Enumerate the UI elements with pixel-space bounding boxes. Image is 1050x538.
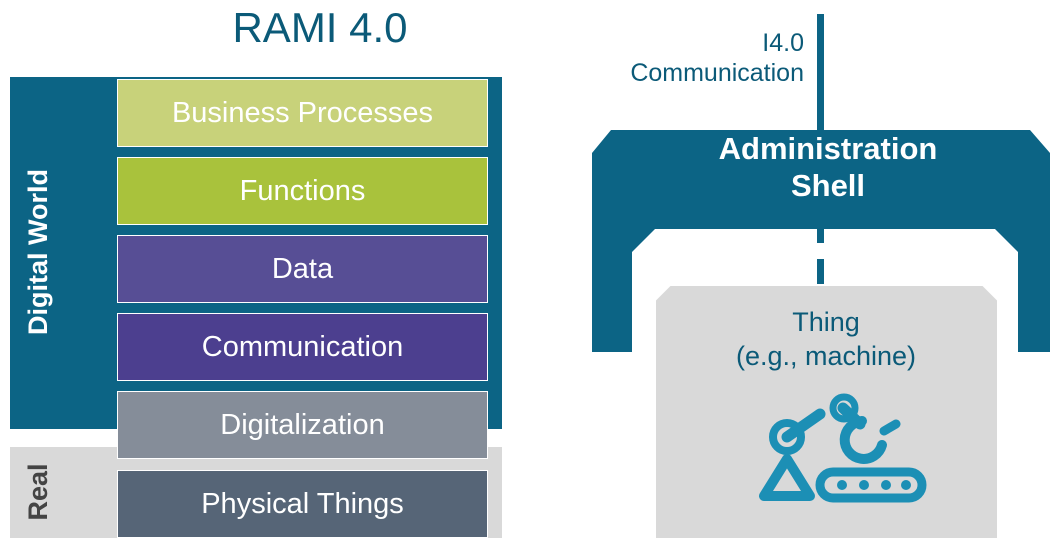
conveyor-rollers	[837, 480, 911, 490]
thing-label-line2: (e.g., machine)	[735, 341, 917, 371]
i40-label-line2: Communication	[630, 59, 804, 87]
thing-label-line1: Thing	[792, 307, 860, 337]
rami-title: RAMI 4.0	[232, 4, 408, 51]
layer-business-processes: Business Processes	[117, 79, 488, 147]
communication-line	[817, 14, 824, 132]
thing-label: Thing (e.g., machine)	[655, 305, 997, 373]
shell-title-line1: Administration	[718, 131, 938, 166]
layer-physical-things: Physical Things	[117, 470, 488, 538]
administration-shell-title: Administration Shell	[620, 130, 1036, 204]
shell-title-line2: Shell	[790, 168, 866, 203]
layer-data: Data	[117, 235, 488, 303]
shell-link-dash-1	[817, 229, 824, 243]
i40-communication-label: I4.0 Communication	[520, 28, 804, 88]
i40-label-line1: I4.0	[762, 29, 804, 57]
layer-digitalization: Digitalization	[117, 391, 488, 459]
shell-link-dash-2	[817, 259, 824, 285]
layer-functions: Functions	[117, 157, 488, 225]
robot-arm-conveyor-icon	[759, 393, 927, 503]
shell-shape	[592, 130, 1050, 352]
layer-communication: Communication	[117, 313, 488, 381]
